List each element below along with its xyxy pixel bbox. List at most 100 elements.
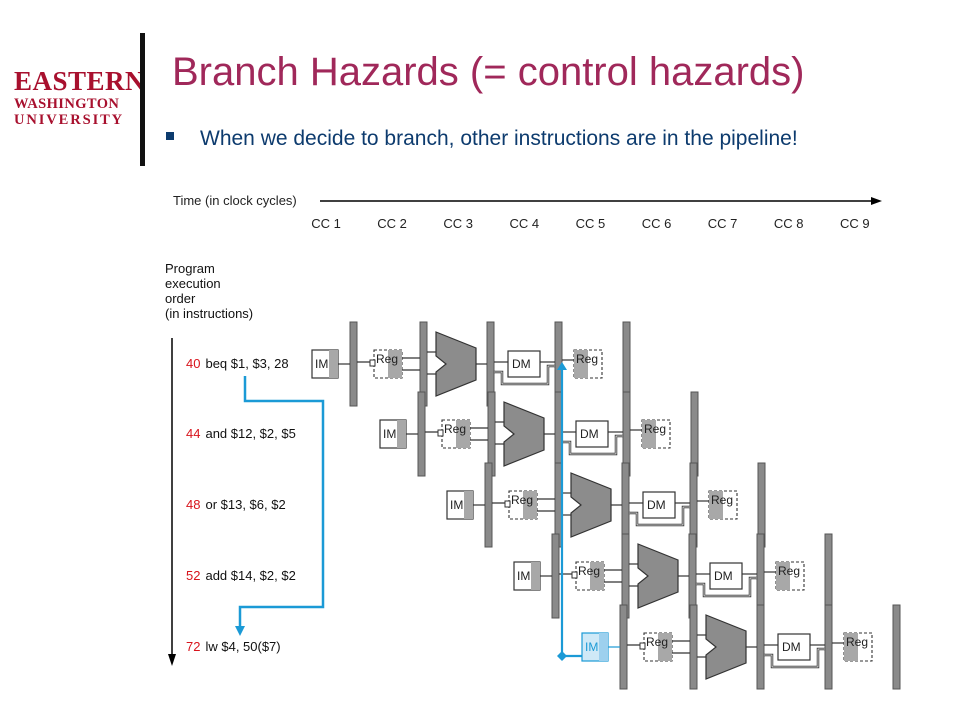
- instruction-label: 48 or $13, $6, $2: [186, 497, 286, 512]
- register-write-shade: [642, 420, 656, 448]
- instruction-address: 44: [186, 426, 200, 441]
- dm-box: [575, 420, 609, 448]
- register-read-label: Reg: [511, 493, 533, 507]
- logo-line-eastern: EASTERN: [14, 66, 146, 96]
- pipeline-register-bar: [756, 604, 765, 690]
- register-port: [369, 359, 376, 367]
- register-write-shade: [709, 491, 723, 519]
- dm-label: DM: [782, 640, 801, 654]
- im-shade: [329, 350, 338, 378]
- time-axis-label: Time (in clock cycles): [173, 193, 297, 208]
- dm-bypass-line-inner: [494, 365, 555, 385]
- instruction-label: 52 add $14, $2, $2: [186, 568, 296, 583]
- instruction-mnemonic: and $12, $2, $5: [205, 426, 295, 441]
- instruction-text: 48 or $13, $6, $2: [186, 497, 286, 512]
- clock-cycle-label: CC 7: [708, 216, 738, 231]
- instruction-label: 72 lw $4, 50($7): [186, 639, 281, 654]
- register-read-shade: [523, 491, 537, 519]
- register-write-label: Reg: [644, 422, 666, 436]
- pipeline-row: IM Reg DM Reg: [311, 321, 631, 407]
- program-order-label-line: (in instructions): [165, 306, 253, 321]
- dm-bypass-line-inner: [764, 648, 825, 668]
- program-order-arrowhead-icon: [168, 654, 176, 666]
- instruction-address: 40: [186, 356, 200, 371]
- instruction-label: 40 beq $1, $3, 28: [186, 356, 289, 371]
- time-axis-arrowhead-icon: [871, 197, 882, 205]
- register-read-label: Reg: [376, 352, 398, 366]
- instruction-mnemonic: lw $4, 50($7): [205, 639, 280, 654]
- dm-bypass-line-inner: [629, 506, 690, 526]
- instruction-mnemonic: beq $1, $3, 28: [205, 356, 288, 371]
- slide-title: Branch Hazards (= control hazards): [172, 50, 805, 94]
- pipeline-register-bar: [689, 604, 698, 690]
- title-divider-bar: [140, 33, 145, 166]
- im-shade: [464, 491, 473, 519]
- im-label: IM: [585, 640, 598, 654]
- branch-decision-joint-icon: [557, 651, 567, 661]
- register-write-label: Reg: [576, 352, 598, 366]
- dm-label: DM: [714, 569, 733, 583]
- instruction-mnemonic: or $13, $6, $2: [205, 497, 285, 512]
- clock-cycle-label: CC 8: [774, 216, 804, 231]
- bullet-square-icon: [166, 132, 174, 140]
- clock-cycle-label: CC 6: [642, 216, 672, 231]
- dm-box: [642, 491, 676, 519]
- clock-cycle-label: CC 5: [576, 216, 606, 231]
- dm-box: [777, 633, 811, 661]
- register-read-label: Reg: [578, 564, 600, 578]
- branch-target-arrowhead-icon: [235, 626, 245, 636]
- logo-line-washington: WASHINGTON: [14, 96, 120, 112]
- pipeline-register-bar: [892, 604, 901, 690]
- clock-cycle-label: CC 1: [311, 216, 341, 231]
- register-write-label: Reg: [778, 564, 800, 578]
- clock-cycle-label: CC 4: [509, 216, 539, 231]
- register-port: [639, 642, 646, 650]
- im-label: IM: [517, 569, 530, 583]
- register-read-label: Reg: [444, 422, 466, 436]
- register-write-shade: [574, 350, 588, 378]
- clock-cycle-label: CC 2: [377, 216, 407, 231]
- alu-shape: [637, 543, 679, 609]
- clock-cycle-label: CC 9: [840, 216, 870, 231]
- register-write-shade: [776, 562, 790, 590]
- register-write-shade: [844, 633, 858, 661]
- instruction-text: 40 beq $1, $3, 28: [186, 356, 289, 371]
- bullet-text: When we decide to branch, other instruct…: [200, 127, 798, 150]
- instruction-mnemonic: add $14, $2, $2: [205, 568, 295, 583]
- program-order-label-line: Program: [165, 261, 215, 276]
- im-label: IM: [450, 498, 463, 512]
- pipeline-register-bar: [417, 391, 426, 477]
- instruction-label: 44 and $12, $2, $5: [186, 426, 296, 441]
- dm-box: [709, 562, 743, 590]
- dm-bypass-line-inner: [562, 435, 623, 455]
- program-order-label-line: order: [165, 291, 196, 306]
- branch-decision-arrowhead-icon: [557, 362, 567, 370]
- register-read-shade: [456, 420, 470, 448]
- im-shade: [599, 633, 608, 661]
- dm-box: [507, 350, 541, 378]
- alu-shape: [503, 401, 545, 467]
- register-port: [504, 500, 511, 508]
- instruction-address: 48: [186, 497, 200, 512]
- instruction-address: 72: [186, 639, 200, 654]
- instruction-text: 52 add $14, $2, $2: [186, 568, 296, 583]
- dm-label: DM: [512, 357, 531, 371]
- pipeline-register-bar: [349, 321, 358, 407]
- clock-cycle-label: CC 3: [443, 216, 473, 231]
- dm-label: DM: [647, 498, 666, 512]
- register-port: [437, 429, 444, 437]
- program-order-label-line: execution: [165, 276, 221, 291]
- register-read-label: Reg: [646, 635, 668, 649]
- instruction-address: 52: [186, 568, 200, 583]
- im-label: IM: [383, 427, 396, 441]
- im-shade: [531, 562, 540, 590]
- pipeline-row: IM Reg DM Reg: [513, 533, 833, 619]
- register-write-label: Reg: [846, 635, 868, 649]
- register-port: [571, 571, 578, 579]
- register-write-label: Reg: [711, 493, 733, 507]
- im-label: IM: [315, 357, 328, 371]
- alu-shape: [435, 331, 477, 397]
- pipeline-register-bar: [551, 533, 560, 619]
